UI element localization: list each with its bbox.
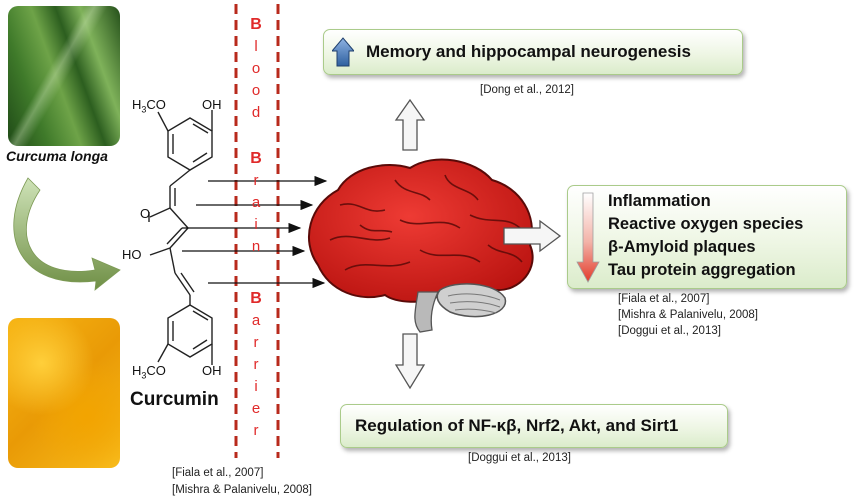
barrier-letter: a bbox=[251, 312, 261, 329]
memory-effect-label: Memory and hippocampal neurogenesis bbox=[366, 42, 691, 61]
blood-brain-barrier-lines bbox=[234, 4, 280, 458]
reduced-effects-box: Inflammation Reactive oxygen species β-A… bbox=[567, 185, 847, 289]
regulation-effect-label: Regulation of NF-κβ, Nrf2, Akt, and Sirt… bbox=[355, 416, 679, 435]
memory-reference: [Dong et al., 2012] bbox=[480, 84, 574, 96]
reduced-item: Tau protein aggregation bbox=[608, 261, 796, 279]
barrier-letter: B bbox=[250, 16, 262, 33]
barrier-letter: d bbox=[251, 104, 261, 121]
barrier-letter: B bbox=[250, 150, 262, 167]
barrier-letter: B bbox=[250, 290, 262, 307]
barrier-letter: n bbox=[251, 238, 261, 255]
barrier-letter: l bbox=[254, 38, 258, 55]
curcuma-plant-photo bbox=[8, 6, 120, 146]
barrier-letter: r bbox=[253, 172, 259, 189]
barrier-letter: r bbox=[253, 356, 259, 373]
barrier-letter: i bbox=[254, 378, 258, 395]
barrier-letter: r bbox=[253, 334, 259, 351]
reduced-reference: [Mishra & Palanivelu, 2008] bbox=[618, 309, 758, 321]
plant-to-powder-curved-arrow bbox=[13, 177, 121, 291]
memory-effect-box: Memory and hippocampal neurogenesis bbox=[323, 29, 743, 75]
reduced-item: β-Amyloid plaques bbox=[608, 238, 756, 256]
enol-label: HO bbox=[122, 247, 142, 262]
reduced-item: Inflammation bbox=[608, 192, 711, 210]
regulation-reference: [Doggui et al., 2013] bbox=[468, 452, 571, 464]
regulation-effect-box: Regulation of NF-κβ, Nrf2, Akt, and Sirt… bbox=[340, 404, 728, 448]
up-block-arrow bbox=[394, 98, 426, 151]
ketone-label: O bbox=[140, 206, 151, 221]
barrier-reference: [Fiala et al., 2007] bbox=[172, 467, 264, 479]
hydroxyl-top-label: OH bbox=[202, 97, 222, 112]
right-block-arrow bbox=[503, 219, 562, 253]
down-block-arrow bbox=[394, 333, 426, 390]
barrier-letter: o bbox=[251, 82, 261, 99]
barrier-letter: a bbox=[251, 194, 261, 211]
species-label: Curcuma longa bbox=[6, 148, 108, 164]
curcumin-structure bbox=[148, 110, 213, 365]
up-arrow-icon bbox=[332, 37, 354, 67]
brain-icon bbox=[308, 158, 534, 333]
turmeric-powder-photo bbox=[8, 318, 120, 468]
barrier-letter: e bbox=[251, 400, 261, 417]
barrier-letter: r bbox=[253, 422, 259, 439]
methoxy-top-label: H3CO bbox=[132, 97, 166, 115]
reduced-reference: [Fiala et al., 2007] bbox=[618, 293, 710, 305]
barrier-letter: i bbox=[254, 216, 258, 233]
barrier-letter: o bbox=[251, 60, 261, 77]
compound-label: Curcumin bbox=[130, 389, 219, 410]
hydroxyl-bottom-label: OH bbox=[202, 363, 222, 378]
reduced-item: Reactive oxygen species bbox=[608, 215, 804, 233]
down-arrow-icon bbox=[576, 192, 600, 283]
reduced-reference: [Doggui et al., 2013] bbox=[618, 325, 721, 337]
methoxy-bottom-label: H3CO bbox=[132, 363, 166, 381]
barrier-reference: [Mishra & Palanivelu, 2008] bbox=[172, 484, 312, 496]
transport-arrows bbox=[182, 175, 328, 289]
